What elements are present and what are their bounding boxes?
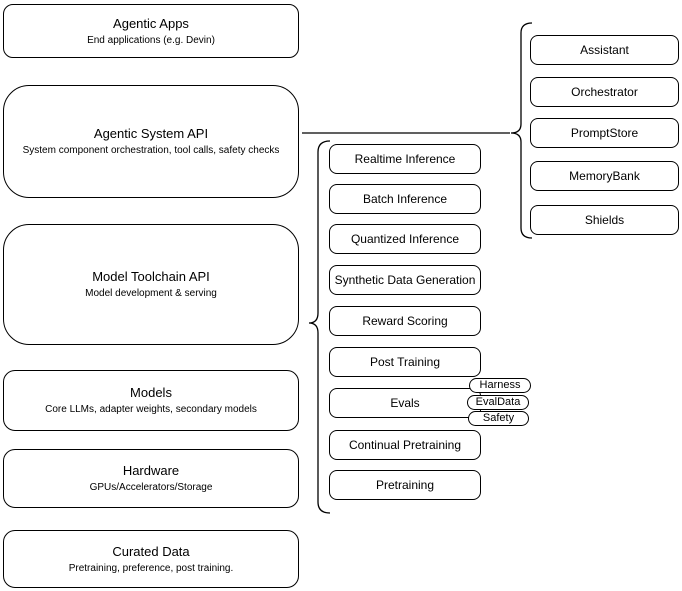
node-model-toolchain-api: Model Toolchain API Model development & …	[3, 224, 299, 345]
node-title: Curated Data	[112, 543, 190, 559]
service-reward-scoring: Reward Scoring	[329, 306, 481, 336]
node-agentic-system-api: Agentic System API System component orch…	[3, 85, 299, 198]
tag-harness: Harness	[469, 378, 531, 393]
node-title: Models	[130, 385, 172, 400]
system-components-bracket	[510, 22, 533, 239]
node-label: Batch Inference	[362, 192, 448, 206]
node-subtitle: Core LLMs, adapter weights, secondary mo…	[45, 404, 257, 415]
node-label: Continual Pretraining	[348, 438, 462, 452]
tag-label: EvalData	[475, 396, 521, 408]
node-title: Agentic Apps	[113, 15, 189, 31]
service-evals: Evals	[329, 388, 481, 418]
node-subtitle: System component orchestration, tool cal…	[22, 145, 280, 156]
component-memorybank: MemoryBank	[530, 161, 679, 191]
component-orchestrator: Orchestrator	[530, 77, 679, 107]
node-label: Quantized Inference	[350, 232, 460, 246]
node-label: PromptStore	[570, 126, 639, 140]
service-quantized-inference: Quantized Inference	[329, 224, 481, 254]
node-label: Shields	[584, 213, 625, 227]
node-title: Agentic System API	[93, 126, 209, 141]
node-hardware: Hardware GPUs/Accelerators/Storage	[3, 449, 299, 508]
node-label: Pretraining	[375, 478, 435, 492]
node-label: Assistant	[580, 43, 629, 57]
node-label: Post Training	[369, 355, 441, 369]
node-label: Synthetic Data Generation	[334, 273, 476, 287]
node-title: Hardware	[122, 463, 180, 478]
service-pretraining: Pretraining	[329, 470, 481, 500]
tag-label: Harness	[479, 379, 521, 391]
component-shields: Shields	[530, 205, 679, 235]
node-title: Model Toolchain API	[92, 269, 210, 284]
tag-label: Safety	[482, 412, 515, 424]
node-subtitle: Model development & serving	[85, 288, 217, 299]
tag-evaldata: EvalData	[467, 395, 529, 410]
node-models: Models Core LLMs, adapter weights, secon…	[3, 370, 299, 431]
service-batch-inference: Batch Inference	[329, 184, 481, 214]
node-label: Realtime Inference	[354, 152, 456, 166]
node-subtitle: GPUs/Accelerators/Storage	[89, 482, 213, 493]
service-realtime-inference: Realtime Inference	[329, 144, 481, 174]
component-promptstore: PromptStore	[530, 118, 679, 148]
node-label: MemoryBank	[569, 169, 640, 183]
tag-safety: Safety	[468, 411, 529, 426]
node-agentic-apps: Agentic Apps End applications (e.g. Devi…	[3, 4, 299, 58]
service-synthetic-data-generation: Synthetic Data Generation	[329, 265, 481, 295]
node-subtitle: End applications (e.g. Devin)	[87, 34, 215, 46]
node-curated-data: Curated Data Pretraining, preference, po…	[3, 530, 299, 588]
node-label: Reward Scoring	[362, 314, 448, 328]
node-label: Orchestrator	[571, 85, 638, 99]
toolchain-services-bracket	[308, 140, 331, 514]
service-post-training: Post Training	[329, 347, 481, 377]
component-assistant: Assistant	[530, 35, 679, 65]
service-continual-pretraining: Continual Pretraining	[329, 430, 481, 460]
node-subtitle: Pretraining, preference, post training.	[68, 562, 234, 574]
node-label: Evals	[390, 396, 420, 410]
